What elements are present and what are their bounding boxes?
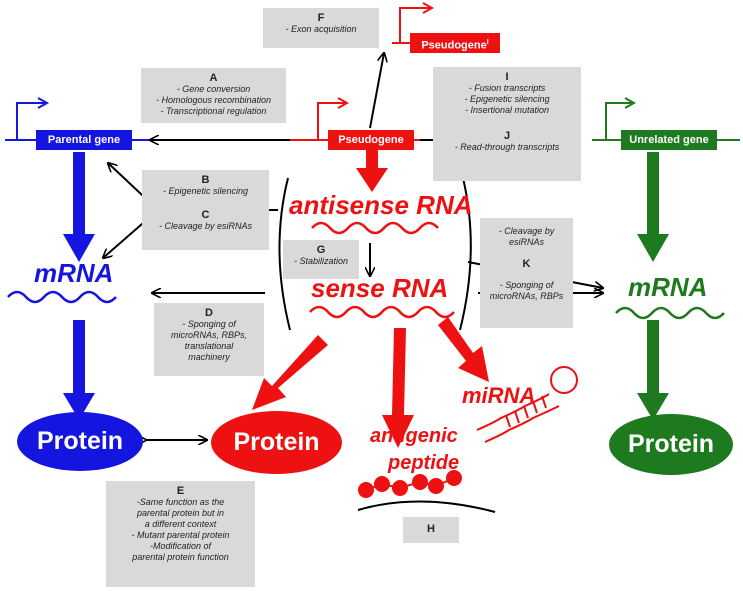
box-F: F - Exon acquisition	[263, 8, 379, 48]
box-E: E -Same function as the parental protein…	[106, 481, 255, 587]
arrow-mrna-to-protein-green	[637, 320, 669, 420]
unrelated-gene-tss-icon	[605, 102, 632, 139]
parental-gene-tss-icon	[16, 102, 45, 139]
box-I-J: I - Fusion transcripts - Epigenetic sile…	[433, 67, 581, 181]
sense-rna-label: sense RNA	[311, 273, 449, 303]
box-K: - Cleavage by esiRNAs K - Sponging of mi…	[480, 218, 573, 328]
pseudogene-tss-icon	[317, 102, 345, 139]
pseudogene-box: Pseudogene	[328, 130, 414, 150]
antisense-rna-squiggle-icon	[311, 221, 439, 235]
mirna-label: miRNA	[462, 383, 536, 408]
pseudogene-label: Pseudogene	[338, 134, 404, 146]
peptide-label: peptide	[388, 452, 460, 474]
unrelated-gene-label: Unrelated gene	[629, 134, 709, 146]
box-B-C: B - Epigenetic silencing C - Cleavage by…	[142, 170, 269, 250]
protein-left-ellipse: Protein	[17, 412, 143, 471]
mirna-hairpin-icon	[476, 366, 578, 443]
protein-middle-label: Protein	[233, 428, 320, 456]
arrow-mrna-to-protein	[63, 320, 95, 420]
unrelated-gene-box: Unrelated gene	[621, 130, 717, 150]
pseudogene-prime-tss-icon	[399, 7, 430, 42]
mrna-right-squiggle-icon	[615, 306, 725, 320]
box-H: H	[403, 517, 459, 543]
antigenic-label: antigenic	[370, 425, 458, 447]
rna-right-bracket	[459, 177, 472, 331]
antisense-rna-label: antisense RNA	[289, 190, 473, 220]
h-bracket	[357, 500, 496, 513]
protein-left-label: Protein	[36, 427, 124, 455]
arrow-sense-to-mirna	[438, 317, 489, 382]
parental-gene-box: Parental gene	[36, 130, 132, 150]
arrow-parental-to-mrna	[63, 152, 95, 262]
protein-middle-ellipse: Protein	[211, 411, 342, 474]
mrna-left-label: mRNA	[34, 258, 114, 288]
sense-rna-squiggle-icon	[309, 305, 455, 319]
box-G: G - Stabilization	[283, 240, 359, 279]
arrow-F-exon-acquisition	[369, 53, 384, 129]
box-A: A - Gene conversion - Homologous recombi…	[141, 68, 286, 123]
arrow-sense-to-peptide	[382, 328, 414, 448]
pseudogene-prime-box: PseudogeneI	[410, 33, 500, 53]
protein-right-ellipse: Protein	[609, 414, 733, 475]
pseudogene-prime-label: Pseudogene	[421, 39, 487, 52]
rna-left-bracket	[278, 177, 291, 331]
parental-gene-label: Parental gene	[47, 134, 121, 146]
arrow-unrelated-to-mrna	[637, 152, 669, 262]
protein-right-label: Protein	[627, 430, 715, 458]
arrow-sense-to-protein	[252, 335, 328, 410]
peptide-chain-icon	[358, 470, 462, 498]
box-D: D - Sponging of microRNAs, RBPs, transla…	[154, 303, 264, 376]
mrna-right-label: mRNA	[628, 272, 708, 302]
arrow-pseudogene-to-antisense	[356, 150, 388, 192]
mrna-left-squiggle-icon	[7, 290, 117, 304]
